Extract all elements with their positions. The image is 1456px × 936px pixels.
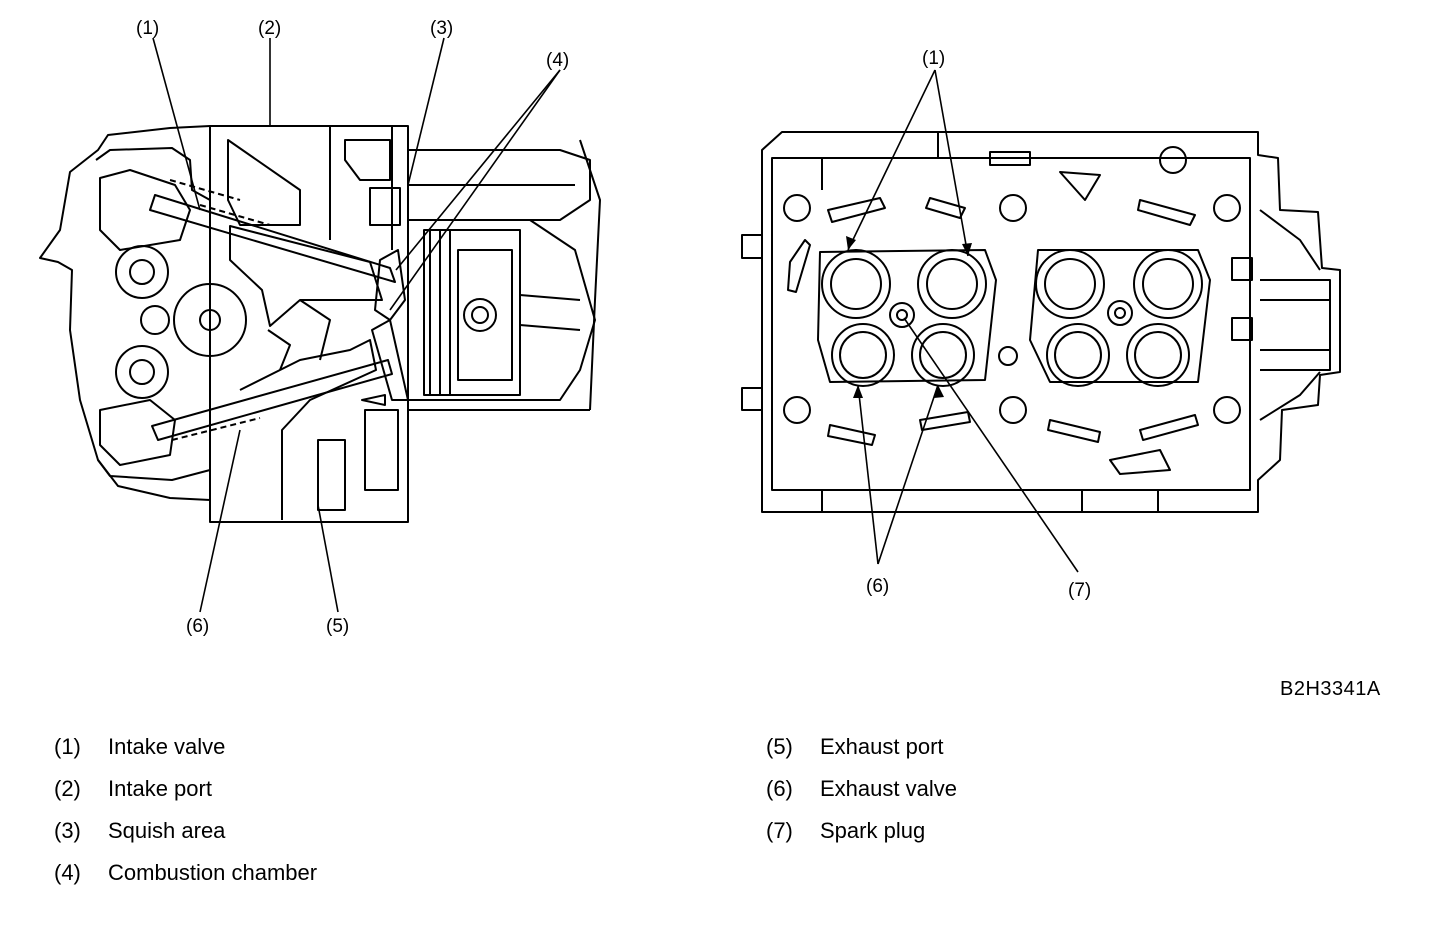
legend-label: Exhaust port [820, 734, 944, 759]
legend-label: Squish area [108, 818, 226, 843]
legend-label: Spark plug [820, 818, 926, 843]
legend-number: (1) [54, 734, 81, 759]
callout-1-intake-valve: (1) [136, 18, 159, 39]
legend-number: (2) [54, 776, 81, 801]
legend-item: (5) Exhaust port [766, 732, 957, 774]
legend-left: (1) Intake valve (2) Intake port (3) Squish… [54, 732, 317, 900]
callout-6-exhaust-valve: (6) [186, 616, 209, 637]
callout-1-intake-valves: (1) [922, 48, 945, 69]
legend-number: (4) [54, 860, 81, 885]
legend-item: (7) Spark plug [766, 816, 957, 858]
legend-label: Intake port [108, 776, 212, 801]
figure-code: B2H3341A [1280, 678, 1381, 700]
bottom-view-leader-lines [847, 69, 1079, 573]
callout-7-spark-plug: (7) [1068, 580, 1091, 601]
leader-arrowheads [846, 236, 972, 398]
cross-section-leader-lines [152, 37, 561, 613]
legend-item: (2) Intake port [54, 774, 317, 816]
callout-3-squish-area: (3) [430, 18, 453, 39]
legend-number: (3) [54, 818, 81, 843]
callout-4-combustion-chamber: (4) [546, 50, 569, 71]
legend-label: Combustion chamber [108, 860, 318, 885]
legend-item: (6) Exhaust valve [766, 774, 957, 816]
legend-label: Exhaust valve [820, 776, 957, 801]
callout-5-exhaust-port: (5) [326, 616, 349, 637]
cylinder-head-cross-section [39, 125, 601, 523]
legend-item: (4) Combustion chamber [54, 858, 317, 900]
legend-number: (5) [766, 734, 793, 759]
legend-item: (3) Squish area [54, 816, 317, 858]
cylinder-head-diagram: (1) (2) (3) (4) (5) (6) [39, 18, 1341, 637]
callout-2-intake-port: (2) [258, 18, 281, 39]
legend-label: Intake valve [108, 734, 226, 759]
cylinder-head-bottom-view [741, 131, 1341, 513]
callout-6-exhaust-valves: (6) [866, 576, 889, 597]
legend-item: (1) Intake valve [54, 732, 317, 774]
legend-number: (6) [766, 776, 793, 801]
legend-right: (5) Exhaust port (6) Exhaust valve (7) Spar… [766, 732, 957, 858]
legend-number: (7) [766, 818, 793, 843]
